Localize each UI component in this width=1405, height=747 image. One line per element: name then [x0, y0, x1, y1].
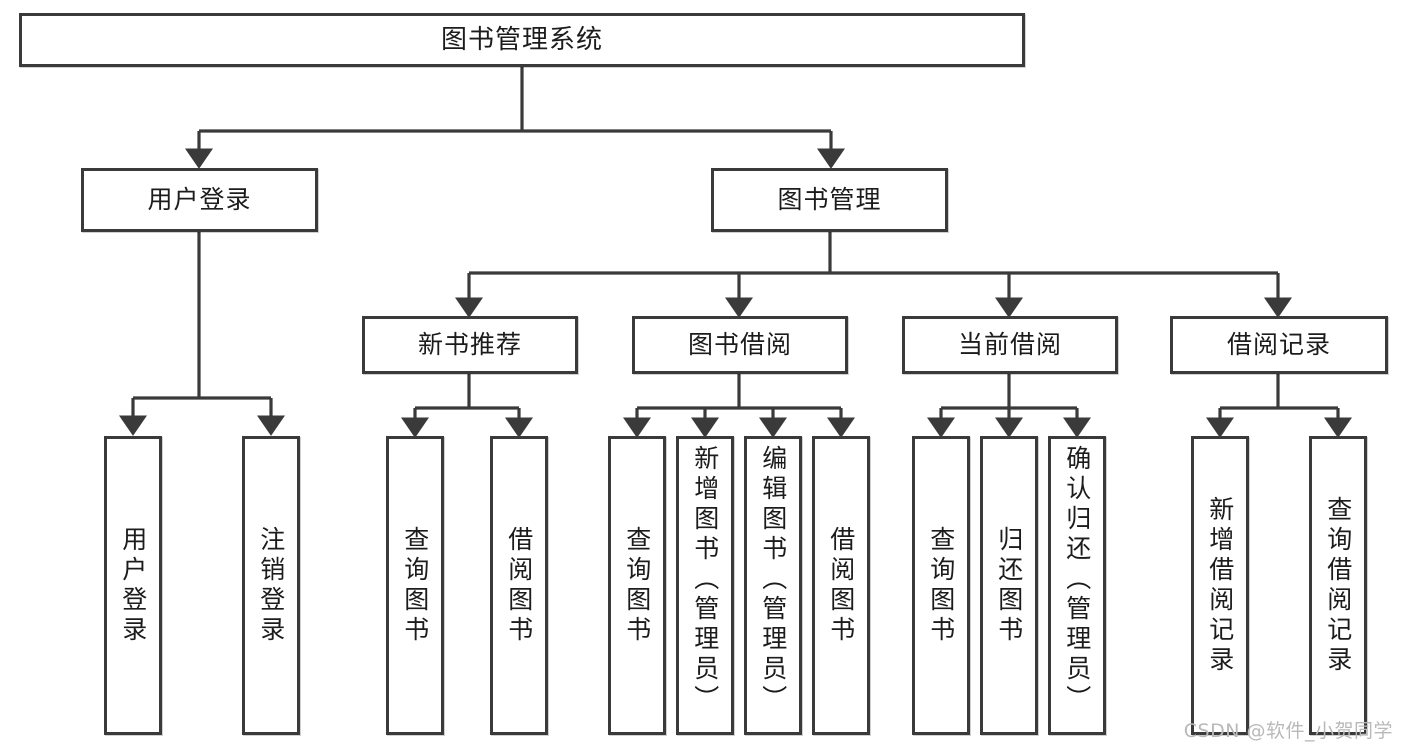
node-book-borrow[interactable]: 图书借阅	[632, 316, 848, 374]
node-label: 注销登录	[256, 525, 286, 646]
node-label: 图书借阅	[687, 330, 792, 360]
node-label: 借阅记录	[1226, 330, 1331, 360]
node-label: 查询图书	[926, 525, 956, 646]
node-label: 归还图书	[994, 525, 1024, 646]
node-label: 新增图书（管理员）	[690, 445, 720, 715]
leaf-query-book-current[interactable]: 查询图书	[912, 436, 970, 735]
node-label: 图书管理	[777, 185, 882, 215]
node-new-book-recommend[interactable]: 新书推荐	[362, 316, 578, 374]
leaf-edit-book-admin[interactable]: 编辑图书（管理员）	[744, 436, 802, 735]
node-label: 图书管理系统	[440, 24, 603, 55]
leaf-borrow-book-new[interactable]: 借阅图书	[490, 436, 548, 735]
node-label: 新增借阅记录	[1205, 495, 1235, 676]
node-label: 编辑图书（管理员）	[758, 445, 788, 715]
leaf-borrow-book[interactable]: 借阅图书	[812, 436, 870, 735]
node-label: 用户登录	[118, 525, 148, 646]
node-book-management-system[interactable]: 图书管理系统	[19, 13, 1025, 67]
node-label: 查询借阅记录	[1323, 495, 1353, 676]
node-label: 确认归还（管理员）	[1062, 445, 1092, 715]
node-label: 新书推荐	[417, 330, 522, 360]
leaf-query-book-new[interactable]: 查询图书	[386, 436, 444, 735]
leaf-user-login[interactable]: 用户登录	[104, 436, 162, 735]
node-label: 借阅图书	[504, 525, 534, 646]
csdn-watermark: CSDN @软件_小贺同学	[1183, 720, 1393, 742]
node-label: 当前借阅	[957, 330, 1062, 360]
node-user-login[interactable]: 用户登录	[81, 168, 318, 232]
node-book-management[interactable]: 图书管理	[711, 168, 948, 232]
leaf-add-book-admin[interactable]: 新增图书（管理员）	[676, 436, 734, 735]
node-label: 借阅图书	[826, 525, 856, 646]
leaf-query-borrow-record[interactable]: 查询借阅记录	[1309, 436, 1367, 735]
node-current-borrow[interactable]: 当前借阅	[902, 316, 1118, 374]
leaf-logout[interactable]: 注销登录	[242, 436, 300, 735]
leaf-add-borrow-record[interactable]: 新增借阅记录	[1191, 436, 1249, 735]
node-label: 查询图书	[622, 525, 652, 646]
leaf-query-book-borrow[interactable]: 查询图书	[608, 436, 666, 735]
node-label: 用户登录	[147, 185, 252, 215]
leaf-return-book[interactable]: 归还图书	[980, 436, 1038, 735]
node-borrow-record[interactable]: 借阅记录	[1170, 316, 1388, 374]
node-label: 查询图书	[400, 525, 430, 646]
leaf-confirm-return-admin[interactable]: 确认归还（管理员）	[1048, 436, 1106, 735]
